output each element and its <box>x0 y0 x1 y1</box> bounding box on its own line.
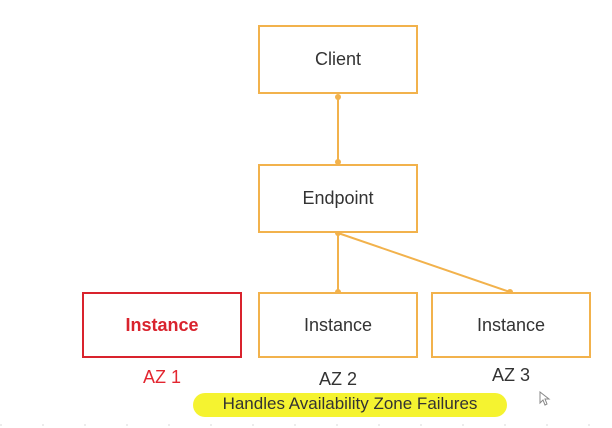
endpoint-label: Endpoint <box>302 188 374 208</box>
instance-az3-label: Instance <box>476 314 546 335</box>
instance-az1-label: Instance <box>125 314 199 335</box>
endpoint-box: Endpoint <box>258 164 418 233</box>
instance-az3-box: Instance <box>431 292 591 358</box>
bottom-dotted-rule <box>0 424 612 426</box>
client-endpoint-link-end-bottom <box>335 159 341 165</box>
az3-label: AZ 3 <box>491 365 530 385</box>
instance-az1-box: Instance <box>82 292 242 358</box>
client-label: Client <box>314 49 362 69</box>
caption-highlight <box>193 393 507 417</box>
instance-az2-box: Instance <box>258 292 418 358</box>
az1-label: AZ 1 <box>142 367 181 387</box>
mouse-pointer-icon <box>539 391 551 406</box>
az2-label: AZ 2 <box>318 369 357 389</box>
instance-az2-label: Instance <box>303 314 373 335</box>
client-box: Client <box>258 25 418 94</box>
caption: Handles Availability Zone Failures <box>222 394 478 413</box>
client-endpoint-link-end-top <box>335 94 341 100</box>
endpoint-az3-link <box>337 232 511 293</box>
